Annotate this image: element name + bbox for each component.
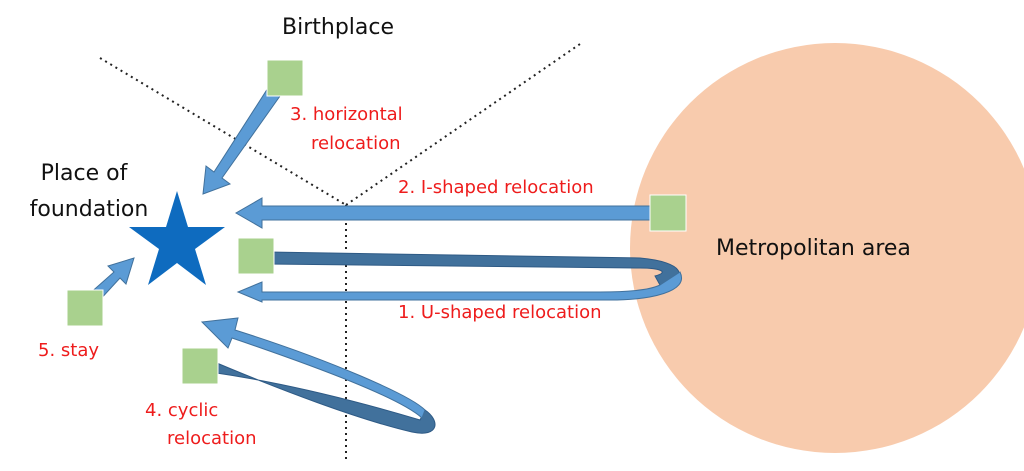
u-shaped-loop-front [236,271,683,303]
square-cyclic [181,347,219,385]
green-squares [66,59,687,385]
horizontal-arrow [202,87,281,195]
i-shaped-relocation-label: 2. I-shaped relocation [398,177,594,198]
horizontal-relocation-label-1: 3. horizontal [290,104,403,125]
place-of-foundation-label-1: Place of [40,161,128,186]
place-of-foundation-label-2: foundation [29,197,149,222]
cyclic-relocation-label-1: 4. cyclic [145,400,219,421]
cyclic-loop-back [204,357,436,434]
birthplace-label: Birthplace [282,15,395,40]
square-birthplace [266,59,304,97]
u-shaped-relocation-label: 1. U-shaped relocation [398,302,602,323]
cyclic-loop-front [200,317,426,419]
stay-label: 5. stay [38,340,100,361]
u-shaped-loop-back [267,251,680,286]
horizontal-relocation-label-2: relocation [311,133,401,154]
square-u-shaped [237,237,275,275]
square-stay [66,289,104,327]
metropolitan-area-circle [630,43,1024,453]
boundary-lines [99,43,581,462]
i-shaped-arrow [234,197,656,229]
metropolitan-area-label: Metropolitan area [716,236,911,261]
cyclic-relocation-label-2: relocation [167,428,257,449]
star-icon [129,191,225,285]
square-metropolitan [649,194,687,232]
